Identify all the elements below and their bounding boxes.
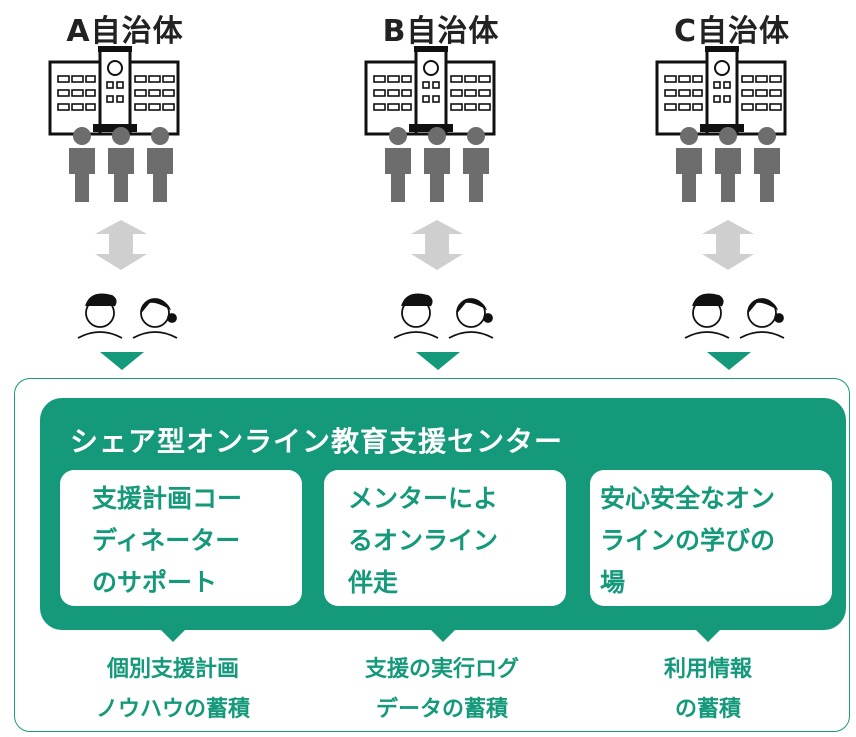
- municipality-graphic: [364, 46, 496, 370]
- center-outer-frame: [14, 378, 850, 732]
- support-center-box: シェア型オンライン教育支援センター 支援計画コー ディネーター のサポート メン…: [40, 398, 846, 630]
- two-way-arrow-icon: [95, 220, 147, 270]
- two-way-arrow-icon: [411, 220, 463, 270]
- two-way-arrow-icon: [702, 220, 754, 270]
- service-card-safe-place: 安心安全なオン ラインの学びの 場: [590, 470, 832, 606]
- school-building-icon: [364, 46, 496, 136]
- notch-pointer-icon: [427, 626, 459, 642]
- accumulation-label: 利用情報 の蓄積: [663, 657, 752, 722]
- down-triangle-icon: [100, 352, 144, 370]
- notch-pointer-icon: [692, 626, 724, 642]
- service-card-coordinator: 支援計画コー ディネーター のサポート: [60, 470, 302, 606]
- service-card-mentor: メンターによ るオンライン 伴走: [324, 470, 566, 606]
- school-building-icon: [655, 46, 787, 136]
- children-icon: [684, 293, 785, 339]
- municipality-title: B自治体: [382, 14, 500, 49]
- municipality-a: A自治体: [5, 0, 245, 380]
- children-icon: [393, 293, 494, 339]
- down-triangle-icon: [416, 352, 460, 370]
- notch-pointer-icon: [157, 626, 189, 642]
- children-icon: [77, 293, 178, 339]
- municipality-title: C自治体: [673, 14, 791, 49]
- school-building-icon: [48, 46, 180, 136]
- accumulation-label: 支援の実行ログ データの蓄積: [364, 657, 519, 722]
- municipality-title: A自治体: [66, 14, 184, 49]
- staff-people-icon: [385, 127, 489, 202]
- municipality-c: C自治体: [612, 0, 852, 380]
- down-triangle-icon: [707, 352, 751, 370]
- municipality-graphic: [48, 46, 180, 370]
- staff-people-icon: [676, 127, 780, 202]
- staff-people-icon: [69, 127, 173, 202]
- municipality-graphic: [655, 46, 787, 370]
- accumulation-label: 個別支援計画 ノウハウの蓄積: [95, 657, 250, 722]
- center-title: シェア型オンライン教育支援センター: [70, 425, 564, 458]
- municipality-b: B自治体: [321, 0, 561, 380]
